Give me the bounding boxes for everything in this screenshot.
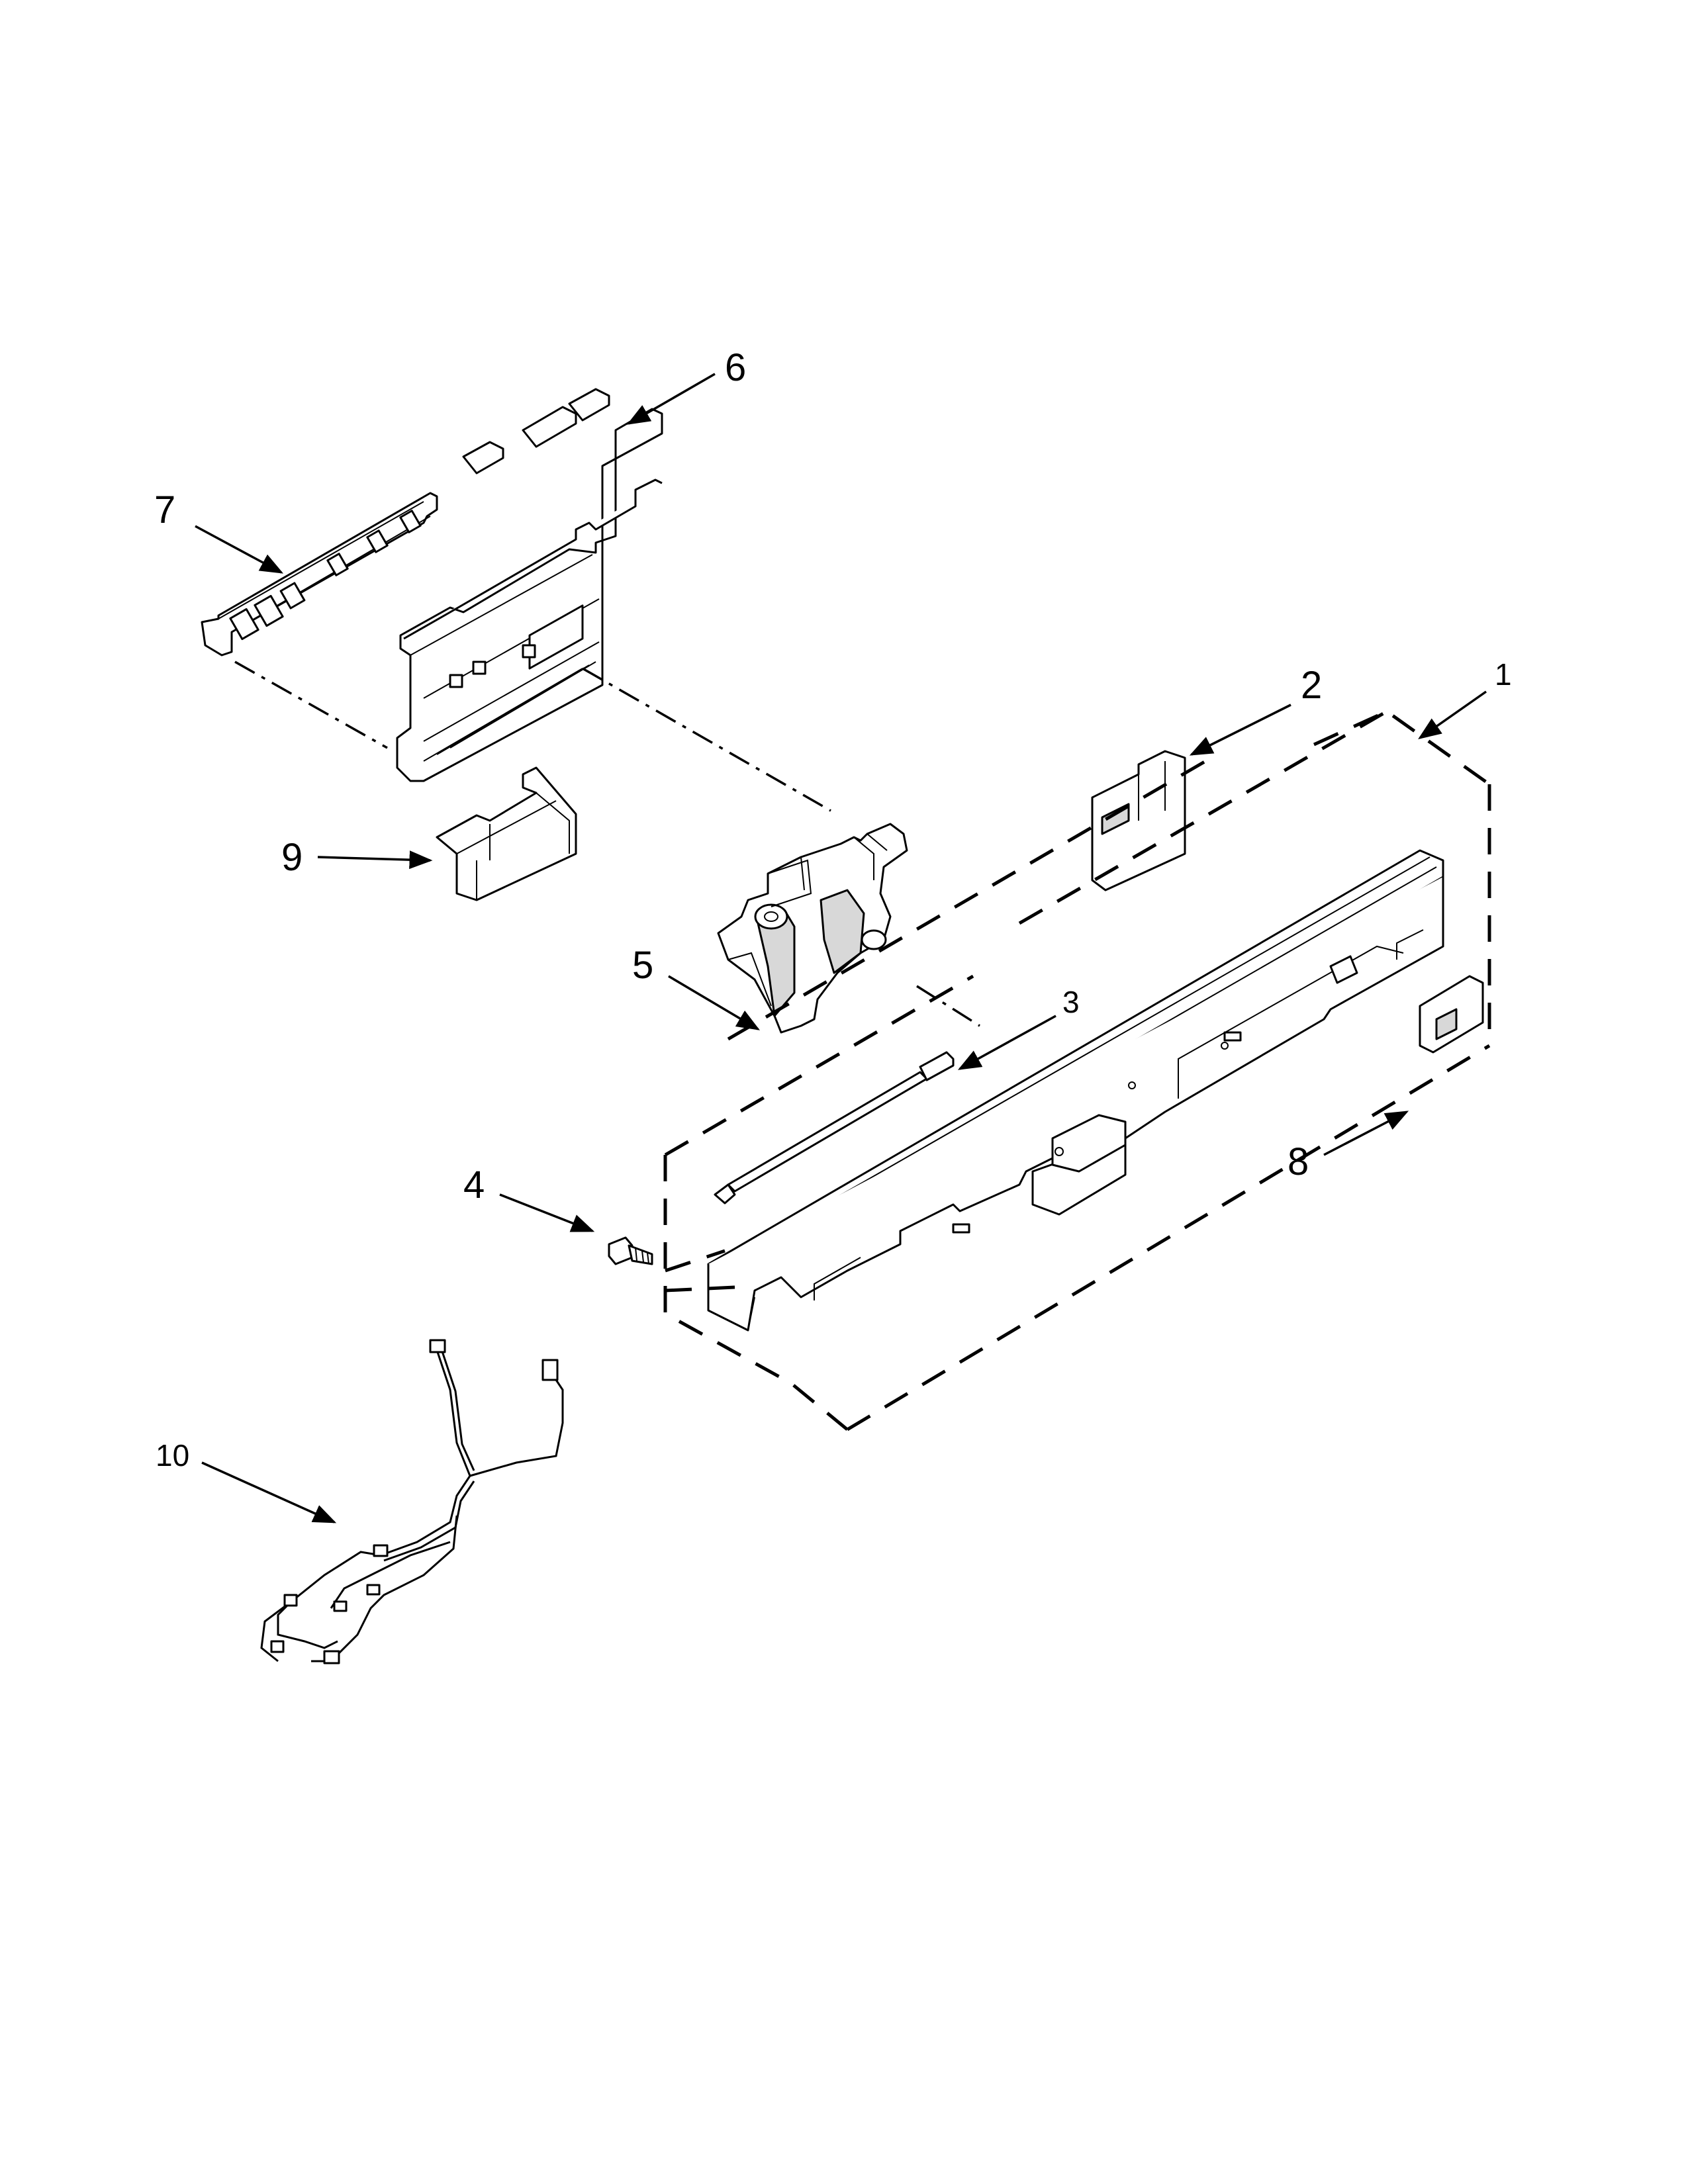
part-9-tray [436,766,577,901]
leader-arrow-1 [1418,690,1487,740]
leader-arrow-3 [957,1015,1056,1070]
leader-arrow-7 [195,525,284,574]
leader-arrow-9 [317,850,433,870]
assembly-dashed-outline [663,709,1491,1432]
part-2-plate [1091,750,1186,891]
alignment-lines [234,660,980,1027]
leader-arrow-2 [1189,704,1291,756]
callout-3: 3 [1062,985,1080,1019]
leader-arrow-5 [668,975,761,1030]
callout-8: 8 [1288,1140,1309,1183]
part-3-rod [714,1051,955,1205]
callout-2: 2 [1301,664,1322,707]
leader-arrow-6 [626,373,716,425]
callout-9: 9 [281,836,303,879]
callout-labels: 7 6 9 5 2 1 3 4 8 10 [154,346,1512,1473]
callout-10: 10 [156,1438,189,1473]
part-7-bracket [201,492,438,657]
callout-7: 7 [154,488,175,531]
callout-1: 1 [1495,657,1512,692]
part-8-board [1419,975,1484,1054]
part-1-panel [707,849,1444,1332]
part-4-screw [608,1236,653,1265]
part-10-wire-harness [260,1339,564,1664]
part-5-latch [717,823,908,1034]
callout-5: 5 [632,944,653,987]
callout-6: 6 [725,346,746,389]
leader-arrows [195,373,1487,1524]
leader-arrow-10 [201,1461,337,1524]
callout-4: 4 [463,1163,485,1206]
part-6-control-housing [396,388,663,782]
leader-arrow-4 [499,1193,595,1232]
leader-arrow-8 [1323,1111,1409,1156]
